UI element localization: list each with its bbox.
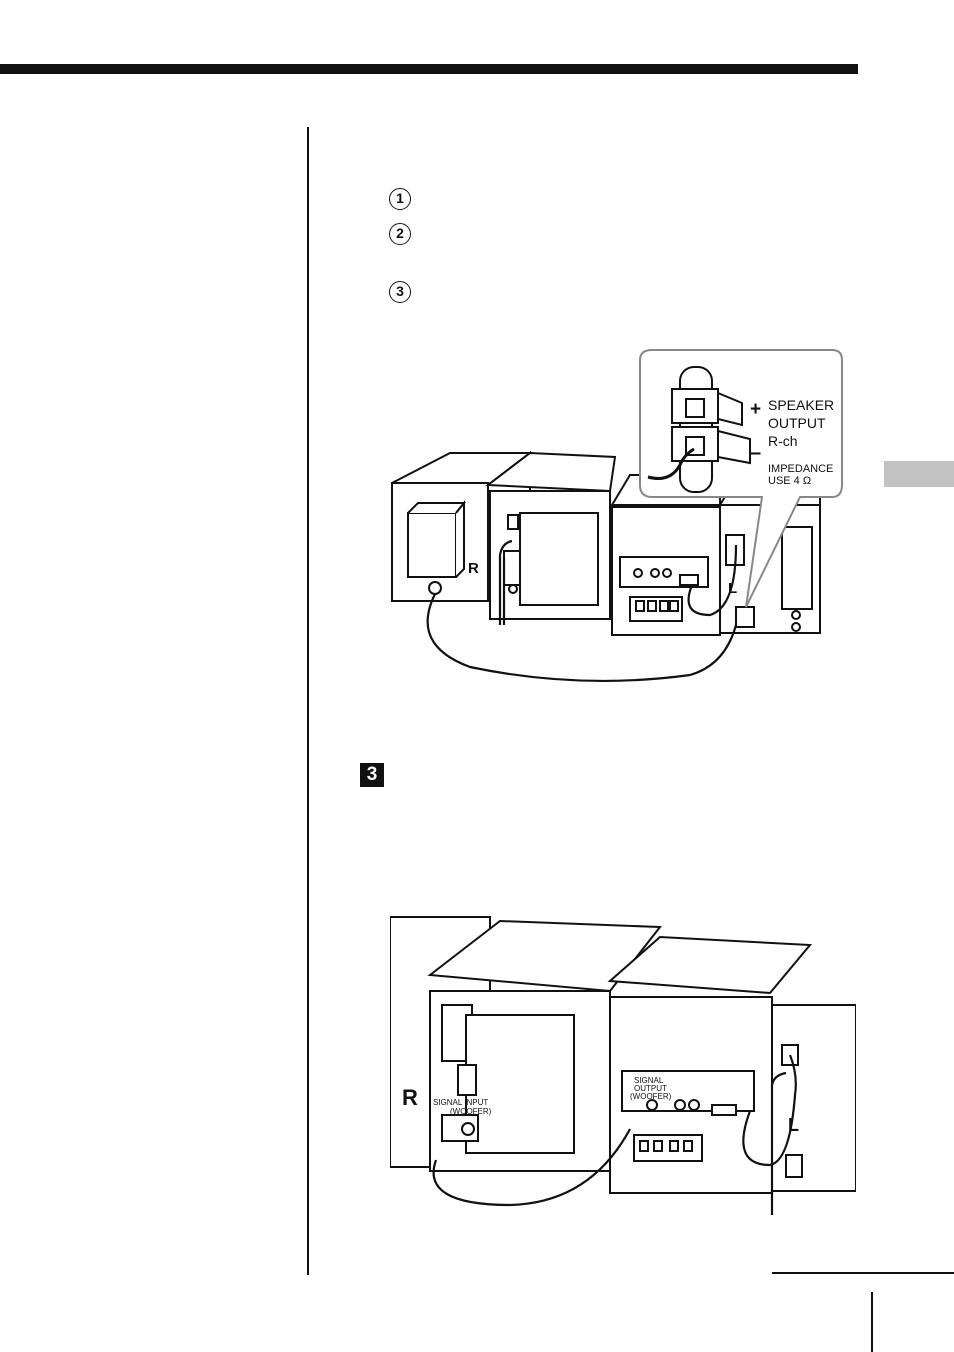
left-label-fig2: L [788, 1115, 799, 1135]
callout-line-impedance: IMPEDANCE [768, 463, 833, 475]
step-2-marker: 2 [389, 223, 411, 245]
signal-output-label-3: (WOOFER) [630, 1092, 672, 1101]
signal-input-label: SIGNAL INPUT [433, 1098, 488, 1107]
signal-output-label-2: OUTPUT [634, 1084, 667, 1093]
callout-line-use: USE 4 Ω [768, 475, 811, 487]
figure-speaker-connection: + – SPEAKER OUTPUT R-ch IMPEDANCE USE 4 … [391, 349, 843, 683]
column-divider [307, 127, 309, 1275]
right-label-fig2: R [402, 1085, 418, 1110]
callout-line-output: OUTPUT [768, 415, 826, 431]
section-thumb-tab [884, 461, 954, 487]
callout-line-speaker: SPEAKER [768, 397, 834, 413]
plus-sign: + [750, 399, 761, 420]
section-3-marker: 3 [360, 763, 384, 787]
step-3-marker: 3 [389, 281, 411, 303]
minus-sign: – [750, 442, 761, 464]
header-rule [0, 64, 858, 74]
signal-input-woofer-label: (WOOFER) [450, 1107, 492, 1116]
footer-rule [772, 1272, 954, 1274]
right-speaker-label: R [468, 560, 479, 577]
signal-output-label-1: SIGNAL [634, 1076, 664, 1085]
callout-line-rch: R-ch [768, 433, 798, 449]
left-speaker-label: L [728, 580, 737, 597]
figure-woofer-connection: R L SIGNAL INPUT (WOOFER) SIGNAL OUTPUT … [390, 916, 856, 1215]
page-number-divider [871, 1292, 873, 1352]
step-1-marker: 1 [389, 188, 411, 210]
